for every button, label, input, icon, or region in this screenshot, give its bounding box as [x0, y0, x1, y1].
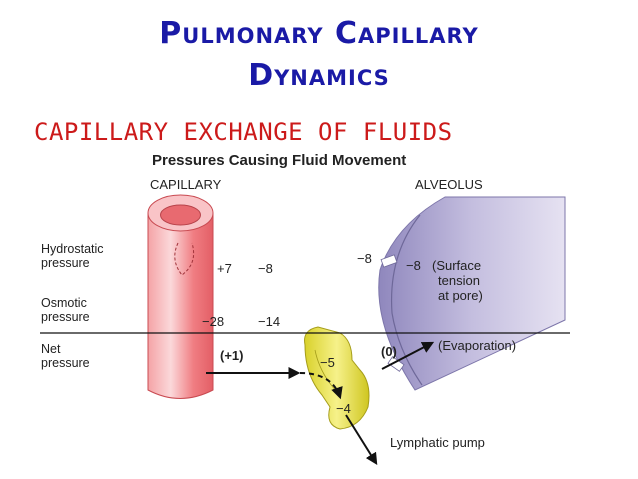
slide-title-line-1: Pulmonary Capillary — [159, 16, 479, 51]
capillary-tube — [147, 194, 214, 399]
net-label-1: Net — [41, 342, 61, 356]
osmotic-capillary-value: −28 — [202, 314, 224, 329]
net-interstitial-value: −5 — [320, 355, 335, 370]
surface-tension-line-1: (Surface — [432, 258, 481, 273]
fluid-exchange-diagram: Pressures Causing Fluid Movement CAPILLA… — [40, 152, 570, 466]
capillary-label: CAPILLARY — [150, 177, 222, 192]
hydrostatic-alveolus-right-value: −8 — [406, 258, 421, 273]
surface-tension-line-3: at pore) — [438, 288, 483, 303]
lymphatic-value: −4 — [336, 401, 351, 416]
osmotic-label-1: Osmotic — [41, 296, 87, 310]
hydrostatic-label-1: Hydrostatic — [41, 242, 104, 256]
flow-arrows — [206, 341, 435, 466]
surface-tension-line-2: tension — [438, 273, 480, 288]
slide-subtitle: CAPILLARY EXCHANGE OF FLUIDS — [34, 118, 453, 146]
net-capillary-value: (+1) — [220, 348, 243, 363]
alveolus-label: ALVEOLUS — [415, 177, 483, 192]
hydrostatic-alveolus-left-value: −8 — [357, 251, 372, 266]
hydrostatic-interstitial-value: −8 — [258, 261, 273, 276]
slide-title-line-2: Dynamics — [248, 58, 390, 93]
net-label-2: pressure — [41, 356, 90, 370]
evaporation-label: (Evaporation) — [438, 338, 516, 353]
hydrostatic-label-2: pressure — [41, 256, 90, 270]
diagram-heading: Pressures Causing Fluid Movement — [152, 152, 406, 169]
hydrostatic-capillary-value: +7 — [217, 261, 232, 276]
osmotic-label-2: pressure — [41, 310, 90, 324]
osmotic-interstitial-value: −14 — [258, 314, 280, 329]
net-alveolus-value: (0) — [381, 344, 397, 359]
alveolus-wall — [378, 196, 566, 391]
lymphatic-pump-label: Lymphatic pump — [390, 435, 485, 450]
